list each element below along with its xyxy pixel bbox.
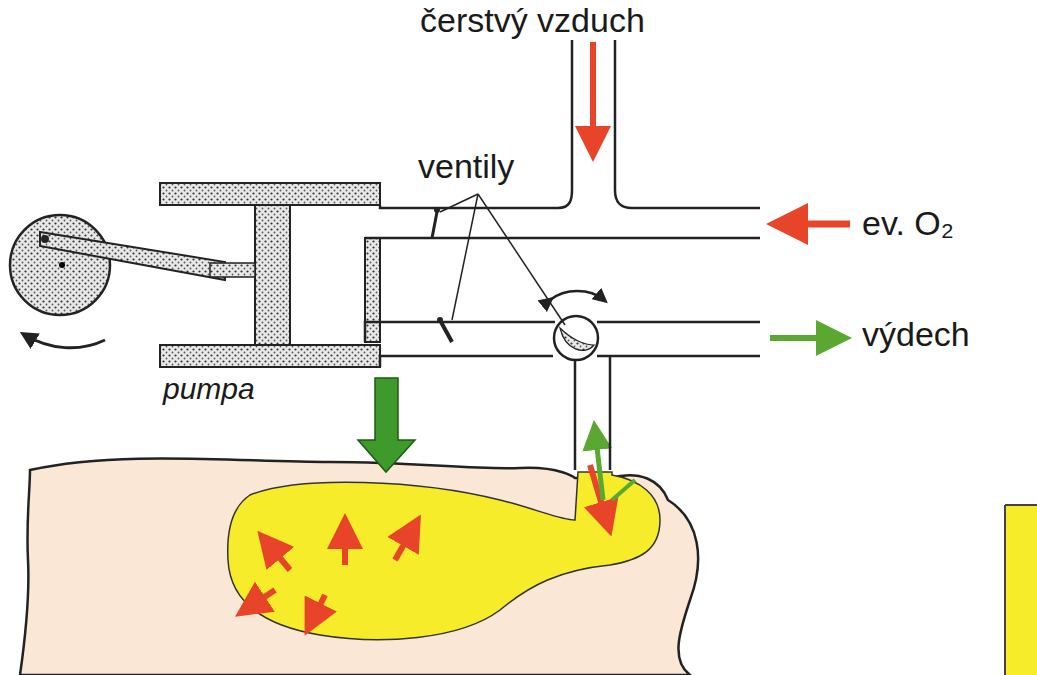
part-label: ev. O₂ xyxy=(862,205,954,242)
part-label: pumpa xyxy=(163,372,255,405)
part-label: ventily xyxy=(418,148,514,185)
part-label: čerstvý vzduch xyxy=(420,2,645,39)
part-label: výdech xyxy=(862,316,970,353)
